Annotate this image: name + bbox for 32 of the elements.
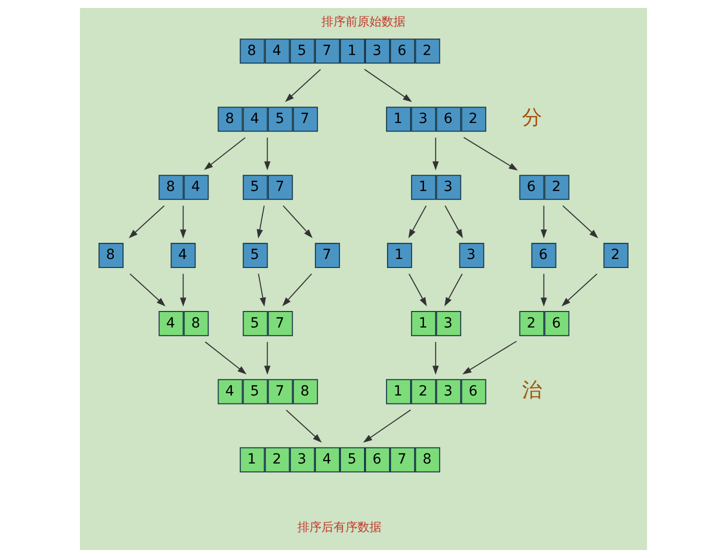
arrow [408, 273, 426, 306]
arrow [257, 273, 266, 307]
label: 分 [521, 105, 542, 130]
arrow [462, 340, 517, 374]
arrow [408, 205, 426, 238]
arrow [540, 273, 546, 307]
arrow [203, 137, 246, 170]
arrow [432, 341, 438, 375]
diagram-title: 排序前原始数据 [321, 14, 405, 29]
arrow [180, 273, 186, 307]
arrow [432, 137, 438, 170]
arrow [540, 205, 546, 238]
label: 治 [521, 378, 542, 402]
arrow [282, 273, 312, 306]
arrow [362, 409, 411, 443]
arrow [444, 205, 462, 238]
caption: 排序后有序数据 [296, 520, 381, 534]
arrow [462, 136, 518, 170]
arrow [204, 341, 246, 374]
arrow [264, 341, 270, 375]
arrow [256, 205, 264, 238]
arrow [284, 68, 320, 102]
arrow [264, 137, 270, 170]
arrow [128, 205, 164, 238]
arrow [282, 205, 312, 238]
arrow [129, 273, 165, 306]
arrow [363, 68, 412, 102]
arrow [285, 410, 322, 443]
arrow [561, 273, 597, 306]
arrow [180, 205, 186, 238]
arrow [444, 273, 462, 306]
arrow [562, 205, 598, 238]
